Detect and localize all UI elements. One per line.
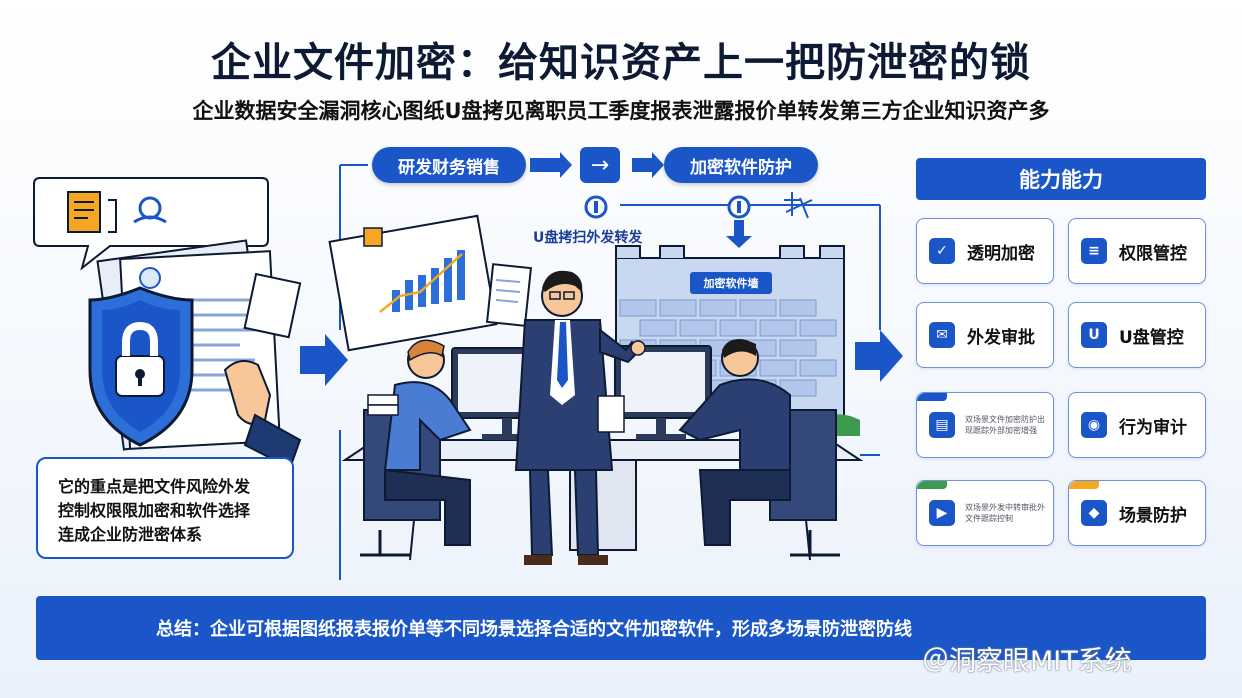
capability-card[interactable]: ✓ 透明加密	[916, 218, 1054, 284]
page-subtitle: 企业数据安全漏洞核心图纸U盘拷见离职员工季度报表泄露报价单转发第三方企业知识资产…	[192, 99, 1050, 123]
document-icon: ▤	[929, 412, 955, 438]
list-icon: ≡	[1081, 238, 1107, 264]
big-arrow-right	[855, 330, 903, 382]
capability-card[interactable]: ✉ 外发审批	[916, 302, 1054, 368]
summary-text: 总结：企业可根据图纸报表报价单等不同场景选择合适的文件加密软件，形成多场景防泄密…	[156, 619, 912, 640]
capability-card[interactable]: U U盘管控	[1068, 302, 1206, 368]
capabilities-header: 能力能力	[916, 158, 1206, 200]
description-box: 它的重点是把文件风险外发 控制权限限加密和软件选择 连成企业防泄密体系	[36, 457, 294, 559]
page-title: 企业文件加密：给知识资产上一把防泄密的锁	[211, 40, 1031, 86]
description-line: 它的重点是把文件风险外发	[58, 477, 251, 496]
description-line: 连成企业防泄密体系	[58, 525, 203, 544]
hand-icon	[223, 360, 302, 470]
watermark: ＠洞察眼MIT系统	[922, 646, 1132, 677]
capability-label: U盘管控	[1119, 327, 1184, 348]
capability-card-small[interactable]: ▤ 双场景文件加密防护出现跟踪外部加密增强	[916, 392, 1054, 458]
firewall-label: 加密软件墙	[690, 272, 772, 294]
capability-label: 权限管控	[1119, 243, 1187, 264]
protect-pill: 加密软件防护	[664, 147, 818, 183]
manager-icon	[514, 270, 646, 565]
card-tag	[917, 393, 947, 401]
capability-label: 透明加密	[967, 243, 1035, 264]
capability-card[interactable]: ◆ 场景防护	[1068, 480, 1206, 546]
shield-lock-icon	[88, 286, 194, 447]
employee-left-icon	[360, 339, 472, 557]
big-arrow-left	[300, 334, 348, 386]
capability-note: 双场景外发中转审批外文件跟踪控制	[965, 503, 1045, 523]
send-icon: ✉	[929, 322, 955, 348]
capability-card[interactable]: ◉ 行为审计	[1068, 392, 1206, 458]
capability-card-small[interactable]: ▶ 双场景外发中转审批外文件跟踪控制	[916, 480, 1054, 546]
microphone-icon: ◉	[1081, 412, 1107, 438]
arrow-down	[726, 220, 752, 248]
play-icon: ▶	[929, 500, 955, 526]
capability-card[interactable]: ≡ 权限管控	[1068, 218, 1206, 284]
card-tag	[1069, 481, 1099, 489]
arrow-to-button	[530, 152, 572, 178]
paper-stack-icon	[367, 394, 399, 406]
network-icon	[784, 192, 813, 219]
card-tag	[917, 481, 947, 489]
source-pill: 研发财务销售	[372, 147, 526, 183]
location-icon: ◆	[1081, 500, 1107, 526]
capability-label: 行为审计	[1119, 417, 1187, 438]
capability-label: 场景防护	[1119, 505, 1187, 526]
document-icon	[597, 395, 625, 433]
description-line: 控制权限限加密和软件选择	[58, 501, 251, 520]
usb-icon: U	[1081, 322, 1107, 348]
chart-board-icon	[328, 214, 533, 352]
arrow-button[interactable]: →	[580, 147, 620, 183]
arrow-to-protect	[632, 152, 664, 178]
shield-check-icon: ✓	[929, 238, 955, 264]
capability-label: 外发审批	[967, 327, 1035, 348]
capability-note: 双场景文件加密防护出现跟踪外部加密增强	[965, 415, 1045, 435]
employee-right-icon	[678, 339, 840, 557]
summary-bar: 总结：企业可根据图纸报表报价单等不同场景选择合适的文件加密软件，形成多场景防泄密…	[36, 596, 1206, 660]
leak-label: U盘拷扫外发转发	[533, 230, 643, 246]
